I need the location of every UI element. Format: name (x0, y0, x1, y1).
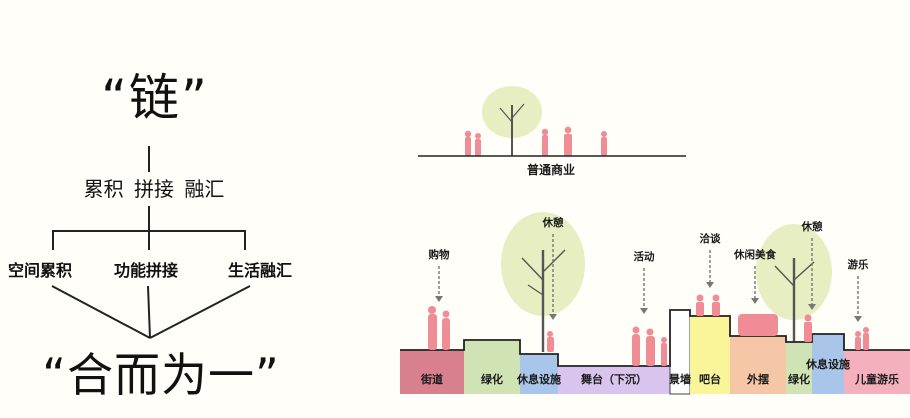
unity-title: “合而为一” (42, 348, 280, 402)
zone-kids (844, 350, 910, 394)
zones (400, 309, 910, 395)
zone-label: 外摆 (746, 372, 769, 386)
zone-outdoor (730, 336, 786, 394)
connector-line (148, 146, 150, 172)
zone-label: 街道 (420, 372, 443, 386)
ordinary-label: 普通商业 (527, 162, 575, 177)
zone-labels: 街道 绿化 休息设施 舞台（下沉） 景墙 吧台 外摆 绿化 休息设施 儿童游乐 (420, 357, 899, 386)
connector-line (52, 230, 54, 250)
callout-label: 休憩 (801, 220, 823, 233)
tree (756, 224, 832, 350)
zone-green (786, 342, 812, 394)
zone-label: 休息设施 (516, 372, 561, 386)
zone-label: 绿化 (481, 372, 503, 386)
callout-label: 洽谈 (700, 232, 721, 245)
zone-street (400, 350, 464, 394)
zone-rest (520, 354, 558, 394)
callout-label: 休闲美食 (733, 248, 776, 261)
zone-label: 休息设施 (805, 357, 850, 371)
zone-label: 儿童游乐 (854, 372, 899, 386)
zone-green (464, 340, 520, 394)
zone-label: 吧台 (699, 372, 721, 386)
people-group (428, 294, 869, 366)
branch-function: 功能拼接 (114, 261, 179, 280)
branch-space: 空间累积 (8, 261, 73, 280)
zone-stage (558, 366, 670, 394)
callout-label: 活动 (634, 250, 655, 263)
callout-label: 休憩 (542, 216, 564, 229)
ordinary-section: 普通商业 (418, 86, 686, 177)
callout-label: 游乐 (848, 258, 869, 271)
connector-line (244, 230, 246, 250)
people-group (464, 126, 607, 156)
zone-label: 绿化 (788, 372, 810, 386)
branch-life: 生活融汇 (228, 261, 293, 280)
tree (482, 86, 542, 156)
verbs-text: 累积 拼接 融汇 (83, 177, 225, 201)
connector-line (148, 230, 150, 250)
zone-bar (690, 316, 730, 394)
callouts: 购物 休憩 活动 洽谈 休闲美食 休憩 游乐 (429, 216, 869, 322)
connector-line (148, 206, 150, 230)
zone-label: 舞台（下沉） (581, 372, 647, 386)
zone-label: 景墙 (668, 372, 691, 386)
chain-title: “链” (101, 69, 209, 127)
callout-label: 购物 (429, 248, 450, 261)
zone-rest (812, 334, 844, 394)
tree (501, 212, 585, 352)
